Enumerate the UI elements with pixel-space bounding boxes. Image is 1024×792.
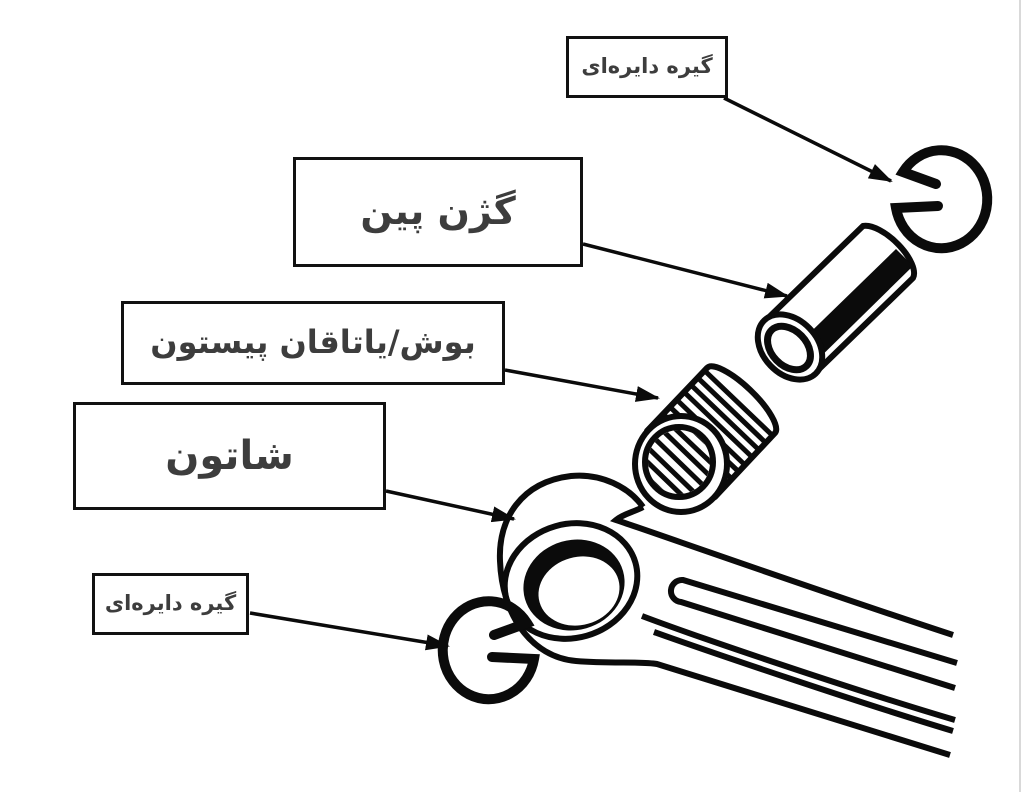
rod-beam-slot bbox=[667, 576, 958, 691]
rod-boss-and-bottom-edge bbox=[496, 472, 951, 758]
arrow-to-bush-bearing bbox=[504, 368, 660, 402]
arrow-to-circlip-top bbox=[723, 96, 893, 183]
label-gudgeon-pin: گژن پین bbox=[293, 157, 583, 267]
arrow-to-circlip-bottom bbox=[249, 611, 450, 651]
rod-eye-bore-hole bbox=[538, 556, 620, 626]
rod-beam-side-edge bbox=[652, 629, 954, 734]
rod-beam-near-edge bbox=[640, 613, 956, 723]
pin-bore bbox=[764, 322, 814, 374]
circlip-bottom-icon bbox=[437, 596, 540, 705]
needle-bearing-drawing bbox=[632, 363, 780, 515]
leader-arrows bbox=[249, 96, 893, 651]
arrow-to-connecting-rod bbox=[385, 489, 516, 523]
circlip-top-icon bbox=[890, 145, 993, 254]
label-connecting-rod: شاتون bbox=[73, 402, 386, 510]
rod-eye-face-ring bbox=[501, 520, 641, 642]
gudgeon-pin-drawing bbox=[754, 222, 918, 383]
label-piston-bush-bearing: بوش/یاتاقان پیستون bbox=[121, 301, 505, 385]
arrow-to-gudgeon-pin bbox=[582, 242, 789, 299]
label-circlip-bottom: گیره دایره‌ای bbox=[92, 573, 249, 635]
rod-top-edge bbox=[610, 504, 954, 638]
label-circlip-top: گیره دایره‌ای bbox=[566, 36, 728, 98]
connecting-rod-drawing bbox=[496, 472, 958, 758]
